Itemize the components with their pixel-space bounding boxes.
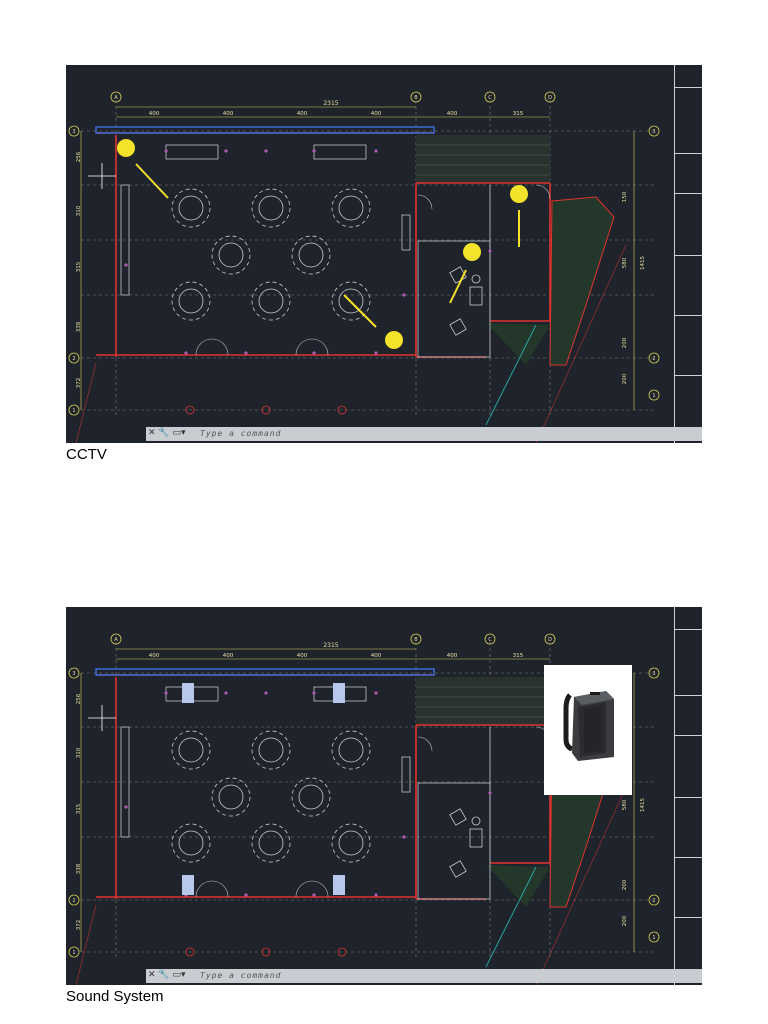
dimension-top-label: 400 — [297, 111, 308, 117]
grid-row-label: 1 — [652, 393, 655, 399]
speaker-marker-3 — [182, 875, 194, 895]
dimension-right-label: 1415 — [640, 798, 646, 812]
dimension-total-label: 2315 — [323, 100, 338, 107]
dimension-top-label: 400 — [371, 111, 382, 117]
grid-row-label: 2 — [652, 898, 655, 904]
cctv-camera-1 — [117, 139, 135, 157]
grid-column-label: D — [548, 637, 552, 643]
dimension-right-label: 200 — [622, 915, 628, 926]
dimension-left-label: 315 — [76, 261, 82, 272]
dimension-left-label: 372 — [76, 378, 82, 389]
grid-column-label: C — [488, 95, 492, 101]
dimension-top-label: 400 — [149, 653, 160, 659]
drawing-title-block — [674, 65, 702, 443]
speaker-marker-1 — [182, 683, 194, 703]
dimension-right-label: 200 — [622, 879, 628, 890]
wrench-icon[interactable]: 🔧 — [158, 970, 170, 980]
cctv-markers — [117, 139, 528, 349]
grid-row-label: 2 — [652, 356, 655, 362]
grid-column-label: C — [488, 637, 492, 643]
dimension-right-label: 200 — [622, 373, 628, 384]
dimension-right-label: 200 — [622, 337, 628, 348]
command-input[interactable]: Type a command — [200, 971, 282, 980]
dimension-right-label: 580 — [622, 799, 628, 810]
dimension-top-label: 400 — [223, 111, 234, 117]
close-icon[interactable]: ✕ — [148, 970, 156, 980]
dimension-top-label: 400 — [223, 653, 234, 659]
command-bar-icons: ✕ 🔧 ▭▾ — [148, 428, 186, 438]
cctv-camera-4 — [510, 185, 528, 203]
grid-row-label: 3 — [652, 129, 655, 135]
dimension-top-label: 400 — [297, 653, 308, 659]
grid-column-label: B — [414, 95, 418, 101]
grid-row-label: 3 — [72, 671, 75, 677]
dimension-top-label: 315 — [513, 111, 524, 117]
close-icon[interactable]: ✕ — [148, 428, 156, 438]
grid-row-label: 1 — [72, 950, 75, 956]
grid-row-label: 2 — [72, 898, 75, 904]
cctv-floor-plan: 2315 400 400 400 400 400 315 256 310 315 338 372 150… — [66, 65, 702, 443]
command-input[interactable]: Type a command — [200, 429, 282, 438]
dimension-left-label: 256 — [76, 151, 82, 162]
dimension-top-label: 400 — [447, 111, 458, 117]
cctv-camera-3 — [463, 243, 481, 261]
speaker-marker-4 — [333, 875, 345, 895]
drawing-title-block — [674, 607, 702, 985]
grid-column-label: A — [114, 95, 118, 101]
grid-row-label: 1 — [72, 408, 75, 414]
grid-row-label: 3 — [652, 671, 655, 677]
command-bar-icons: ✕ 🔧 ▭▾ — [148, 970, 186, 980]
dimension-right-label: 1415 — [640, 256, 646, 270]
dimension-left-label: 256 — [76, 693, 82, 704]
dimension-right-label: 150 — [622, 191, 628, 202]
cctv-camera-2 — [385, 331, 403, 349]
grid-row-label: 1 — [652, 935, 655, 941]
dimension-top-label: 315 — [513, 653, 524, 659]
command-line-icon[interactable]: ▭▾ — [172, 428, 186, 438]
dimension-top-label: 400 — [371, 653, 382, 659]
speaker-marker-2 — [333, 683, 345, 703]
sound-plan-drawing: 2315400400400400400315256310315338372150… — [68, 633, 660, 985]
sound-system-caption: Sound System — [66, 988, 164, 1005]
cctv-caption: CCTV — [66, 446, 107, 463]
dimension-total-label: 2315 — [323, 642, 338, 649]
command-bar[interactable] — [146, 969, 702, 983]
wrench-icon[interactable]: 🔧 — [158, 428, 170, 438]
dimension-left-label: 338 — [76, 863, 82, 874]
sound-system-floor-plan: 2315400400400400400315256310315338372150… — [66, 607, 702, 985]
command-line-icon[interactable]: ▭▾ — [172, 970, 186, 980]
grid-row-label: 2 — [72, 356, 75, 362]
speaker-product-photo — [544, 665, 632, 795]
dimension-left-label: 372 — [76, 920, 82, 931]
cctv-plan-drawing: 2315 400 400 400 400 400 315 256 310 315 338 372 150… — [68, 91, 660, 443]
dimension-left-label: 310 — [76, 747, 82, 758]
grid-column-label: B — [414, 637, 418, 643]
speaker-markers — [182, 683, 345, 895]
dimension-left-label: 315 — [76, 803, 82, 814]
dimension-top-label: 400 — [447, 653, 458, 659]
grid-row-label: 3 — [72, 129, 75, 135]
dimension-left-label: 310 — [76, 205, 82, 216]
dimension-top-label: 400 — [149, 111, 160, 117]
dimension-left-label: 338 — [76, 321, 82, 332]
dimension-right-label: 580 — [622, 257, 628, 268]
speaker-icon — [563, 691, 614, 761]
command-bar[interactable] — [146, 427, 702, 441]
grid-column-label: D — [548, 95, 552, 101]
grid-column-label: A — [114, 637, 118, 643]
